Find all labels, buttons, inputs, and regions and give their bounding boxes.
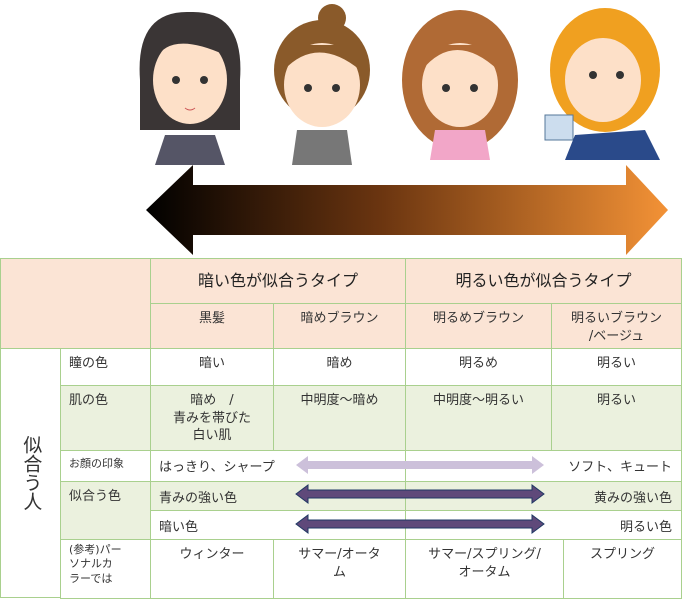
skin-label: 肌の色 [60,385,151,451]
colors-left-1: 青みの強い色 [159,491,238,506]
personal-value: サマー/スプリング/ オータム [405,539,564,599]
hair-bright-brown-beige: 明るいブラウン /ベージュ [551,303,682,349]
illustration-light-brown-hair-woman [402,10,518,160]
dark-type-header: 暗い色が似合うタイプ [150,258,406,304]
eye-value: 暗め [273,348,406,386]
illustration-dark-brown-hair-woman [274,4,370,165]
personal-value: サマー/オータ ム [273,539,406,599]
illustration-black-hair-woman [139,11,241,165]
hair-light-brown: 明るめブラウン [405,303,552,349]
colors-label: 似合う色 [60,481,151,540]
eye-value: 暗い [150,348,274,386]
skin-value: 明るい [551,385,682,451]
colors-right-1: 黄みの強い色 [593,491,672,506]
eye-value: 明るい [551,348,682,386]
impression-label: お顔の印象 [60,450,151,482]
header-empty-cell [0,258,151,349]
personal-value: ウィンター [150,539,274,599]
light-type-header: 明るい色が似合うタイプ [405,258,682,304]
colors-right-2: 明るい色 [619,520,672,535]
impression-right: ソフト、キュート [568,460,672,475]
hair-dark-brown: 暗めブラウン [273,303,406,349]
impression-left: はっきり、シャープ [159,460,275,475]
personal-value: スプリング [563,539,682,599]
personal-color-label: (参考)パー ソナルカ ラーでは [60,539,151,599]
impression-cell-left [150,450,406,482]
skin-value: 暗め / 青みを帯びた 白い肌 [150,385,274,451]
hair-black: 黒髪 [150,303,274,349]
colors-left-2: 暗い色 [159,520,199,535]
eye-value: 明るめ [405,348,552,386]
dark-to-light-arrow [146,165,668,255]
side-label: 似合う人 [0,348,61,598]
illustration-blonde-woman-with-cup [544,8,660,160]
eye-label: 瞳の色 [60,348,151,386]
skin-value: 中明度～明るい [405,385,552,451]
skin-value: 中明度～暗め [273,385,406,451]
